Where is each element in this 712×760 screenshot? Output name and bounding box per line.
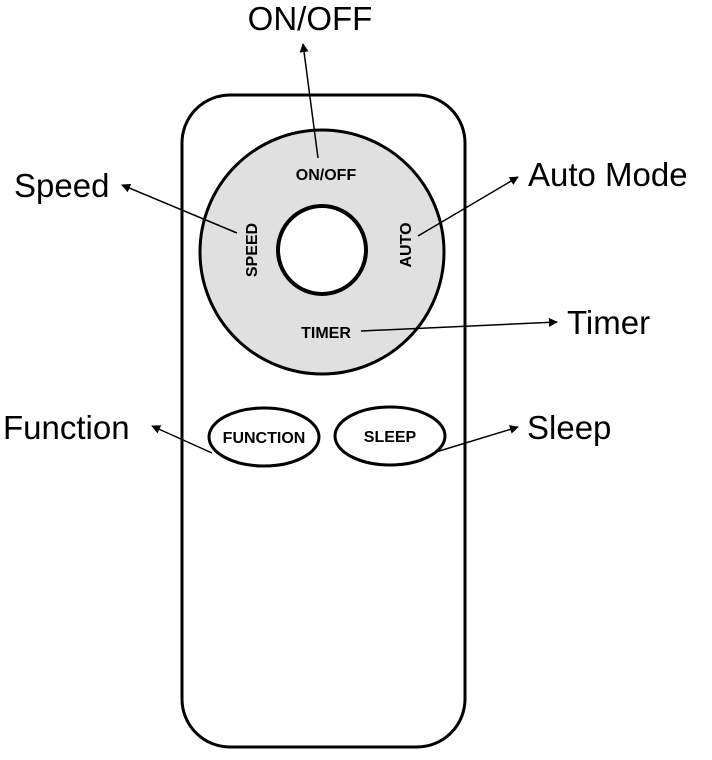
on-off-leader [299,43,319,159]
on-off-button-label[interactable]: ON/OFF [296,167,357,184]
timer-callout: Timer [567,304,650,341]
sleep-button-label: SLEEP [364,429,417,446]
timer-button-label[interactable]: TIMER [301,325,351,342]
auto-button-label[interactable]: AUTO [398,222,415,267]
center-button[interactable] [276,204,368,296]
speed-leader [121,183,238,234]
auto-mode-callout: Auto Mode [528,156,688,193]
sleep-button[interactable] [333,405,447,467]
auto-mode-leader [417,176,519,237]
function-button-label: FUNCTION [223,430,306,447]
speed-button-label[interactable]: SPEED [244,223,261,277]
function-button[interactable] [207,406,321,468]
timer-leader [360,317,558,332]
function-leader [151,425,213,454]
function-callout: Function [3,409,130,446]
sleep-leader [435,425,519,453]
on-off-callout: ON/OFF [248,0,373,37]
speed-callout: Speed [14,167,109,204]
sleep-callout: Sleep [527,409,611,446]
